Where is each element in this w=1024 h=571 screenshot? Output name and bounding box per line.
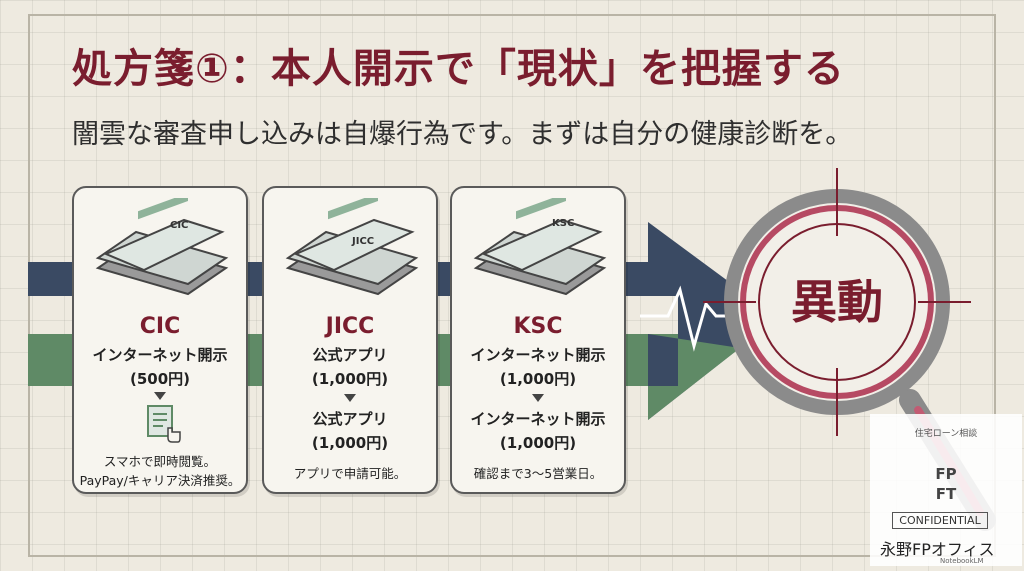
method-label: 公式アプリ bbox=[312, 346, 388, 364]
method-label-2: 公式アプリ bbox=[312, 410, 388, 428]
watermark-badge: 住宅ローン相談 FP FT CONFIDENTIAL 永野FPオフィス Note… bbox=[870, 414, 1022, 566]
watermark-logo: FP FT bbox=[870, 464, 1022, 504]
bureau-name: CIC bbox=[139, 314, 181, 339]
confidential-stamp: CONFIDENTIAL bbox=[892, 512, 988, 529]
tap-document-icon bbox=[147, 405, 181, 443]
card-cic: CIC CIC インターネット開示 (500円) スマホで即時閲覧。 PayPa… bbox=[72, 186, 248, 494]
screen-label: JICC bbox=[351, 236, 374, 247]
price-label: (1,000円) bbox=[499, 370, 577, 388]
watermark-logo-line2: FT bbox=[935, 485, 957, 503]
note-line1: スマホで即時閲覧。 bbox=[103, 454, 217, 469]
watermark-top-text: 住宅ローン相談 bbox=[914, 429, 978, 439]
watermark-logo-line1: FP bbox=[935, 465, 957, 483]
bureau-name: JICC bbox=[325, 314, 375, 339]
card-jicc: JICC JICC 公式アプリ (1,000円) 公式アプリ (1,000円) … bbox=[262, 186, 438, 494]
watermark-small-text: NotebookLM bbox=[940, 557, 984, 565]
note-line1: アプリで申請可能。 bbox=[293, 466, 407, 481]
price-label-2: (1,000円) bbox=[311, 434, 389, 452]
method-label: インターネット開示 bbox=[92, 346, 228, 364]
magnifier-text: 異動 bbox=[791, 275, 883, 329]
price-label: (1,000円) bbox=[311, 370, 389, 388]
office-name: 永野FPオフィス bbox=[880, 540, 995, 559]
note-line1: 確認まで3〜5営業日。 bbox=[473, 466, 603, 481]
down-arrow-icon bbox=[532, 394, 544, 402]
method-label: インターネット開示 bbox=[470, 346, 606, 364]
price-label-2: (1,000円) bbox=[499, 434, 577, 452]
slide-subtitle: 闇雲な審査申し込みは自爆行為です。まずは自分の健康診断を。 bbox=[72, 119, 853, 150]
note-line2: PayPay/キャリア決済推奨。 bbox=[79, 473, 241, 488]
down-arrow-icon bbox=[154, 392, 166, 400]
phone-icon: KSC bbox=[473, 198, 607, 296]
bureau-name: KSC bbox=[513, 314, 563, 339]
arrow-head-green bbox=[648, 334, 740, 420]
down-arrow-icon bbox=[344, 394, 356, 402]
phone-icon: CIC bbox=[95, 198, 229, 296]
pulse-line bbox=[640, 285, 770, 352]
screen-label: CIC bbox=[170, 220, 188, 231]
phone-icon: JICC bbox=[285, 198, 419, 296]
slide-title: 処方箋①：本人開示で「現状」を把握する bbox=[72, 46, 845, 92]
price-label: (500円) bbox=[129, 370, 191, 388]
screen-label: KSC bbox=[552, 218, 574, 229]
card-ksc: KSC KSC インターネット開示 (1,000円) インターネット開示 (1,… bbox=[450, 186, 626, 494]
method-label-2: インターネット開示 bbox=[470, 410, 606, 428]
